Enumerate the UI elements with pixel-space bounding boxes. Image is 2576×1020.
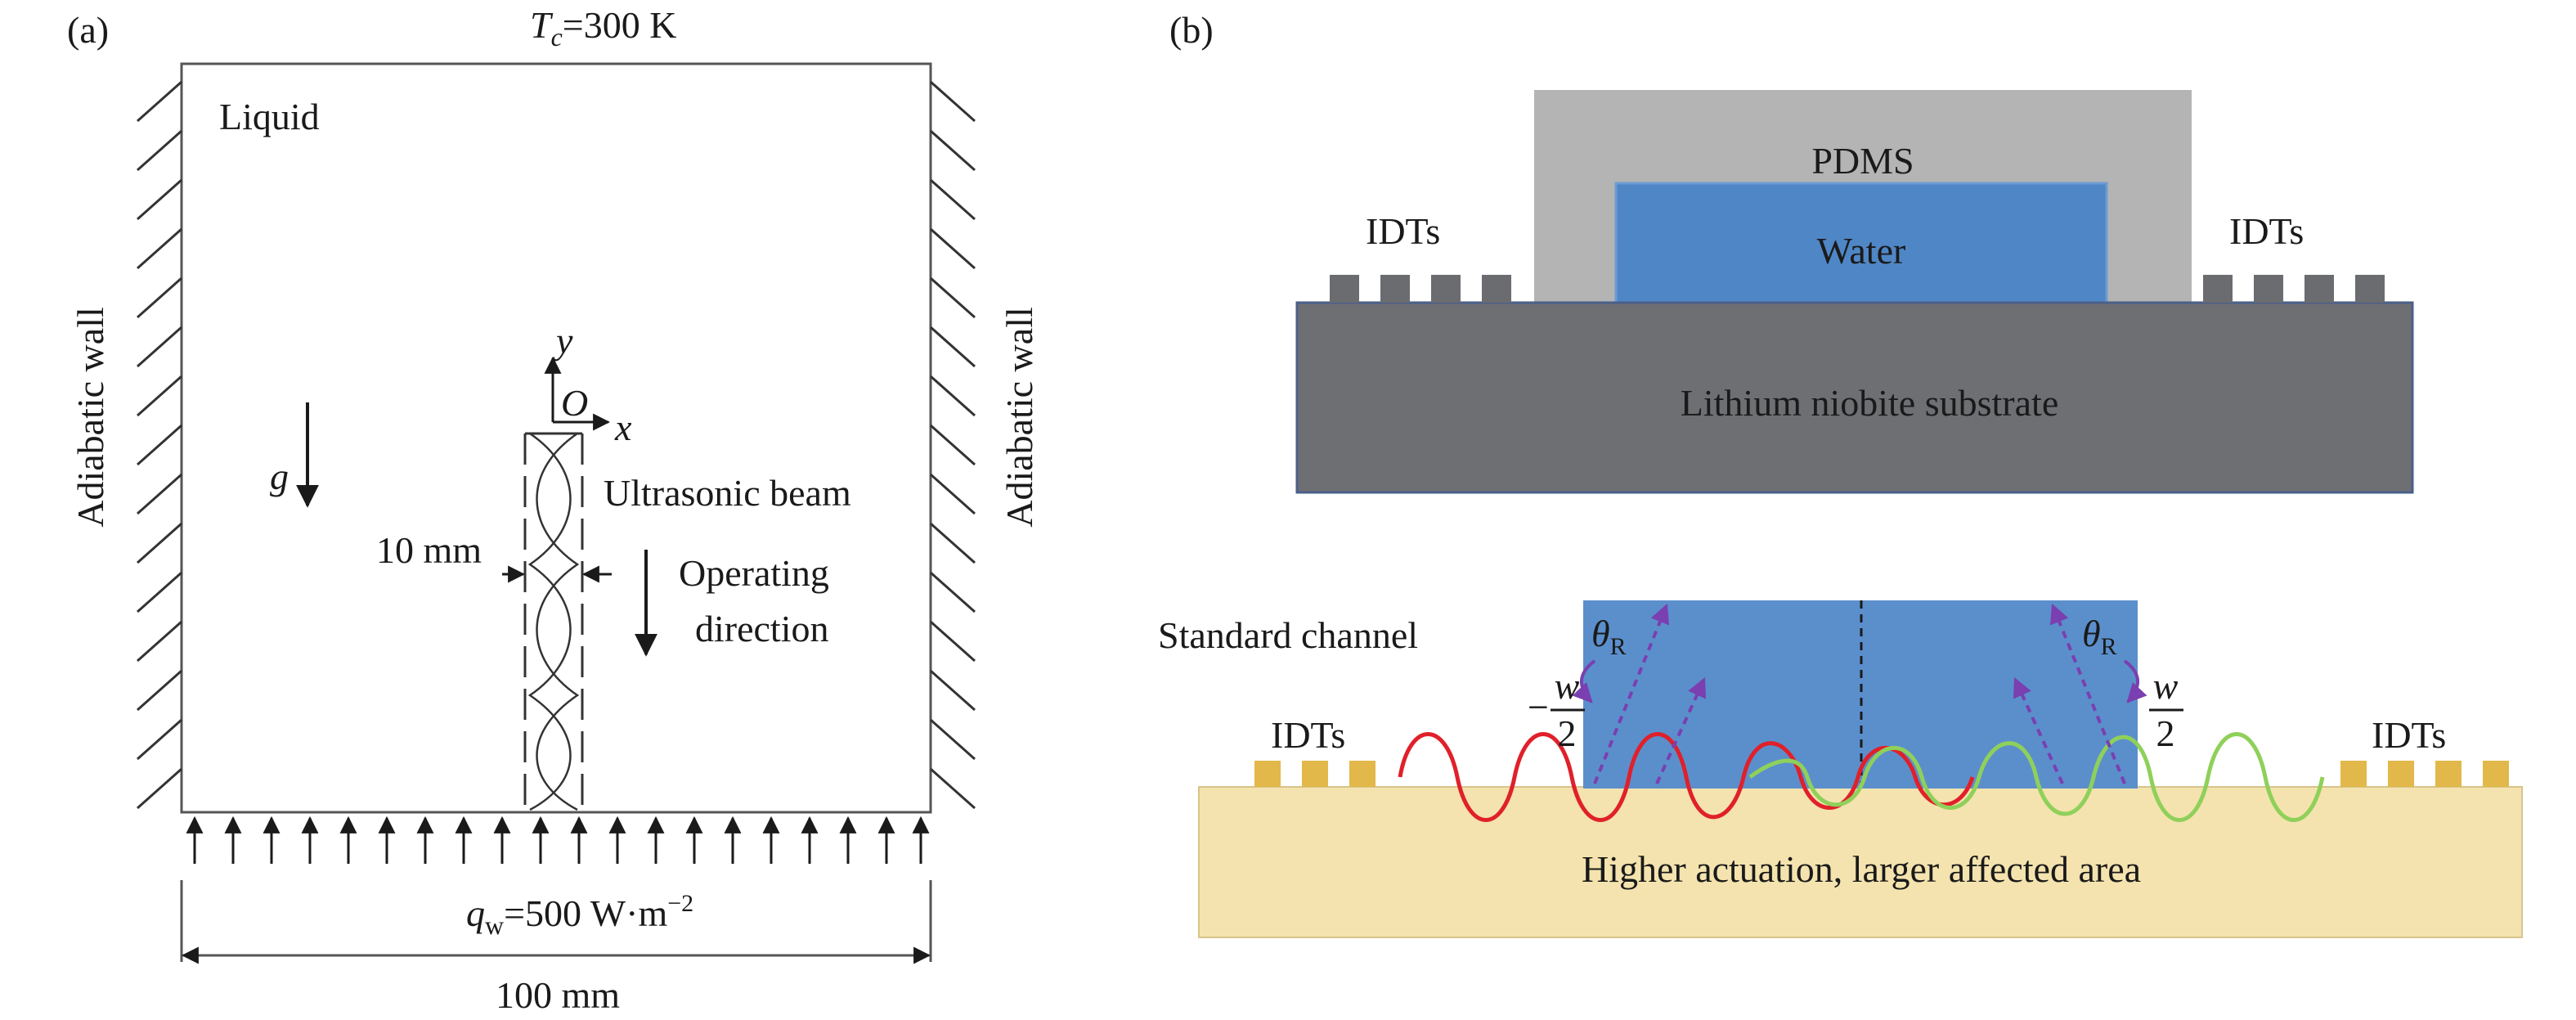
right-wall-label: Adiabatic wall bbox=[999, 307, 1040, 528]
liquid-label: Liquid bbox=[219, 96, 320, 137]
theta-arc-right bbox=[2123, 659, 2147, 703]
panel-b-top-device: PDMS Water Lithium niobite substrate IDT… bbox=[1295, 90, 2414, 494]
light-substrate bbox=[1198, 786, 2523, 938]
operating-label-line2: direction bbox=[695, 608, 829, 649]
water-chamber bbox=[1614, 182, 2108, 306]
panel-b: (b) PDMS Water Lithium niobite substrate… bbox=[1158, 9, 2523, 938]
substrate-label: Lithium niobite substrate bbox=[1681, 382, 2059, 424]
idt-label-left: IDTs bbox=[1366, 210, 1440, 252]
substrate-caption: Higher actuation, larger affected area bbox=[1582, 848, 2141, 890]
top-temperature: Tc=300 K bbox=[530, 4, 676, 52]
x-axis-label: x bbox=[614, 407, 632, 448]
operating-label-line1: Operating bbox=[679, 552, 829, 594]
panel-a: (a) Tc=300 K Liquid Adiabatic wall bbox=[67, 4, 1040, 1016]
pdms-label: PDMS bbox=[1811, 140, 1914, 182]
beam-label: Ultrasonic beam bbox=[604, 472, 851, 514]
green-wave bbox=[1748, 732, 2325, 822]
beam-wave bbox=[536, 432, 580, 811]
heat-flux-label: qw=500 W·m−2 bbox=[466, 890, 693, 940]
lithium-niobite-substrate bbox=[1295, 301, 2414, 494]
origin-label: O bbox=[561, 382, 588, 424]
y-axis-label: y bbox=[553, 320, 573, 362]
left-adiabatic-wall-hatch bbox=[137, 80, 182, 810]
right-adiabatic-wall-hatch bbox=[930, 80, 976, 810]
liquid-domain bbox=[180, 62, 932, 814]
water-label: Water bbox=[1817, 230, 1906, 272]
panel-b-label: (b) bbox=[1169, 9, 1214, 51]
idt-electrodes-right bbox=[2203, 275, 2385, 303]
neg-w-numerator: w bbox=[1555, 665, 1580, 707]
idt-gold-right bbox=[2340, 761, 2509, 787]
beam-wave-2 bbox=[527, 432, 572, 811]
theta-arc-left bbox=[1572, 659, 1596, 703]
idt-label-right: IDTs bbox=[2229, 210, 2304, 252]
idt-bottom-label-left: IDTs bbox=[1271, 714, 1345, 756]
standard-channel-label: Standard channel bbox=[1158, 614, 1418, 656]
minus-sign: − bbox=[1528, 686, 1549, 728]
theta-label-right: θR bbox=[2082, 613, 2117, 660]
neg-w-denominator: 2 bbox=[1558, 712, 1577, 754]
refraction-arrows bbox=[1593, 603, 2126, 784]
width-label: 100 mm bbox=[496, 974, 620, 1016]
theta-label-left: θR bbox=[1591, 613, 1627, 660]
idt-bottom-label-right: IDTs bbox=[2372, 714, 2446, 756]
heat-flux-arrows bbox=[186, 816, 930, 864]
pos-w-denominator: 2 bbox=[2156, 712, 2175, 754]
gravity-label: g bbox=[270, 456, 289, 497]
beam-width-label: 10 mm bbox=[376, 529, 482, 571]
idt-gold-left bbox=[1254, 761, 1376, 787]
left-wall-label: Adiabatic wall bbox=[70, 307, 111, 528]
red-wave bbox=[1398, 732, 1975, 822]
panel-a-label: (a) bbox=[67, 9, 109, 51]
panel-b-bottom-schematic: Standard channel Higher actuation, large… bbox=[1158, 600, 2523, 938]
idt-electrodes-left bbox=[1330, 275, 1511, 303]
pos-w-numerator: w bbox=[2153, 665, 2179, 707]
